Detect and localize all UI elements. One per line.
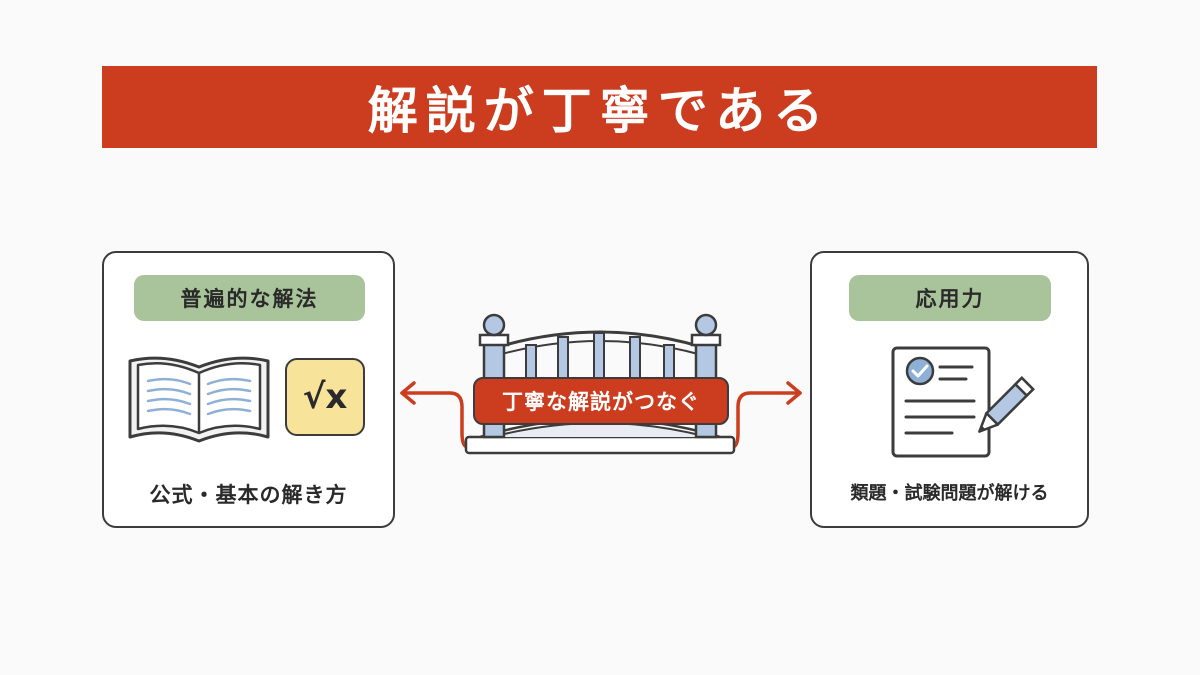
left-panel: 普遍的な解法 √x 公式・基本の解き方 — [102, 251, 395, 528]
page-title: 解説が丁寧である — [367, 82, 832, 140]
formula-text: √x — [302, 377, 348, 417]
bridge-label: 丁寧な解説がつなぐ — [473, 377, 729, 425]
right-panel-label: 応用力 — [849, 275, 1051, 321]
arrow-right-icon — [730, 381, 802, 449]
checklist-document-icon — [891, 346, 991, 458]
right-panel-caption: 類題・試験問題が解ける — [850, 483, 1049, 504]
square-root-icon: √x — [285, 358, 365, 436]
right-panel: 応用力 類題・試験問題が解ける — [810, 251, 1089, 528]
left-panel-label: 普遍的な解法 — [134, 275, 365, 321]
left-panel-caption: 公式・基本の解き方 — [149, 483, 348, 507]
title-banner: 解説が丁寧である — [102, 66, 1097, 148]
arrow-left-icon — [400, 381, 470, 449]
pencil-icon — [978, 376, 1035, 433]
open-book-icon — [128, 356, 270, 443]
